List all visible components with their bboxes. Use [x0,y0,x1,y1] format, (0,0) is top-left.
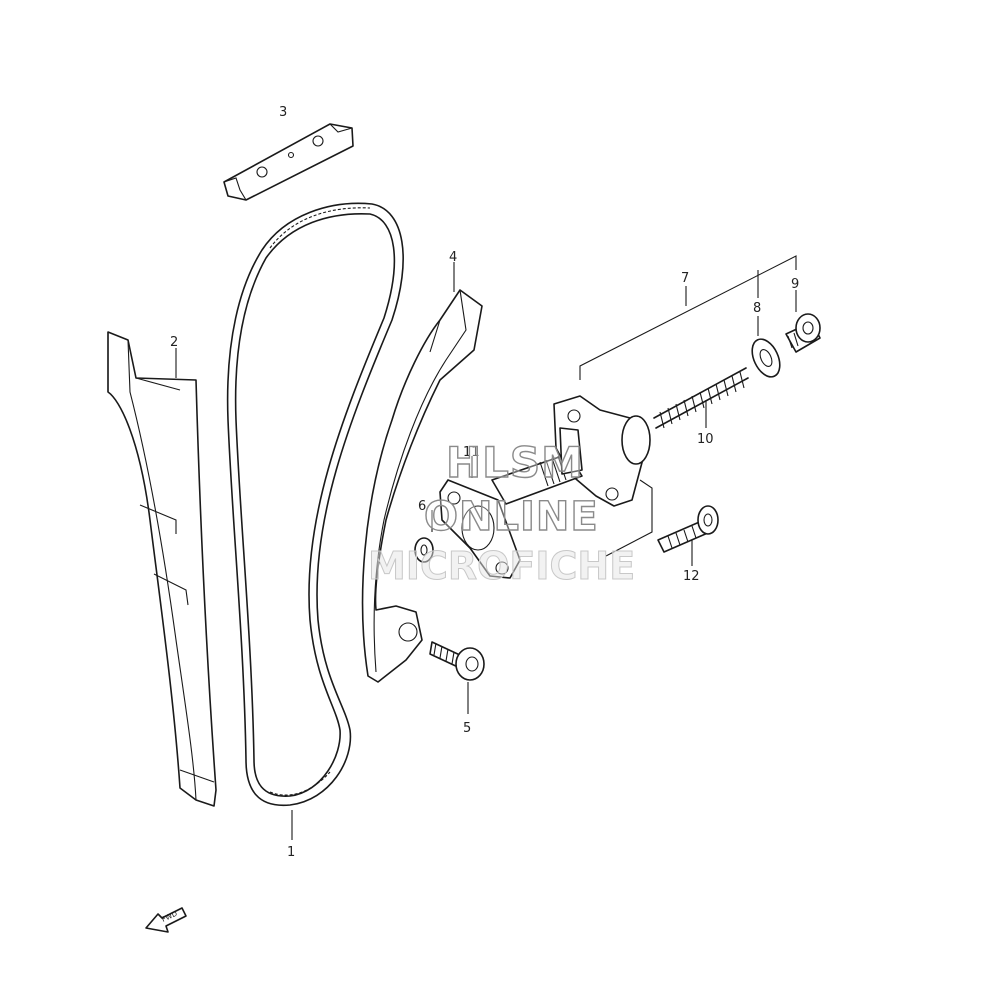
part-12-bolt [657,505,719,553]
callout-10: 10 [697,432,714,447]
part-3-guide-plate [223,123,354,201]
part-4-chain-guide [361,289,483,683]
callout-4: 4 [449,250,457,265]
callout-6: 6 [418,499,426,514]
part-5-bolt [429,641,485,681]
part-1-cam-chain [226,202,404,807]
part-7-tensioner-adjuster [491,395,651,507]
callout-12: 12 [683,569,700,584]
callout-7: 7 [681,271,689,286]
watermark-line-1: HLSM [445,437,584,487]
callout-11: 11 [463,445,480,460]
callout-8: 8 [753,301,761,316]
part-8-washer [751,338,781,378]
watermark-line-2: ONLINE [423,493,599,540]
part-2-tensioner-guide [107,331,217,807]
callout-9: 9 [791,277,799,292]
leader-lines [175,255,797,840]
callout-2: 2 [170,335,178,350]
callout-3: 3 [279,105,287,120]
part-10-spring [653,367,749,429]
part-9-cap-bolt [785,313,821,353]
callout-labels: 1 2 3 4 5 6 7 8 9 10 11 12 [170,105,799,860]
callout-1: 1 [287,845,295,860]
part-11-gasket [439,479,521,579]
part-6-washer [414,537,434,563]
watermark-line-3: MICROFICHE [367,544,636,589]
fwd-arrow-icon: FWD [145,907,187,933]
callout-5: 5 [463,721,471,736]
